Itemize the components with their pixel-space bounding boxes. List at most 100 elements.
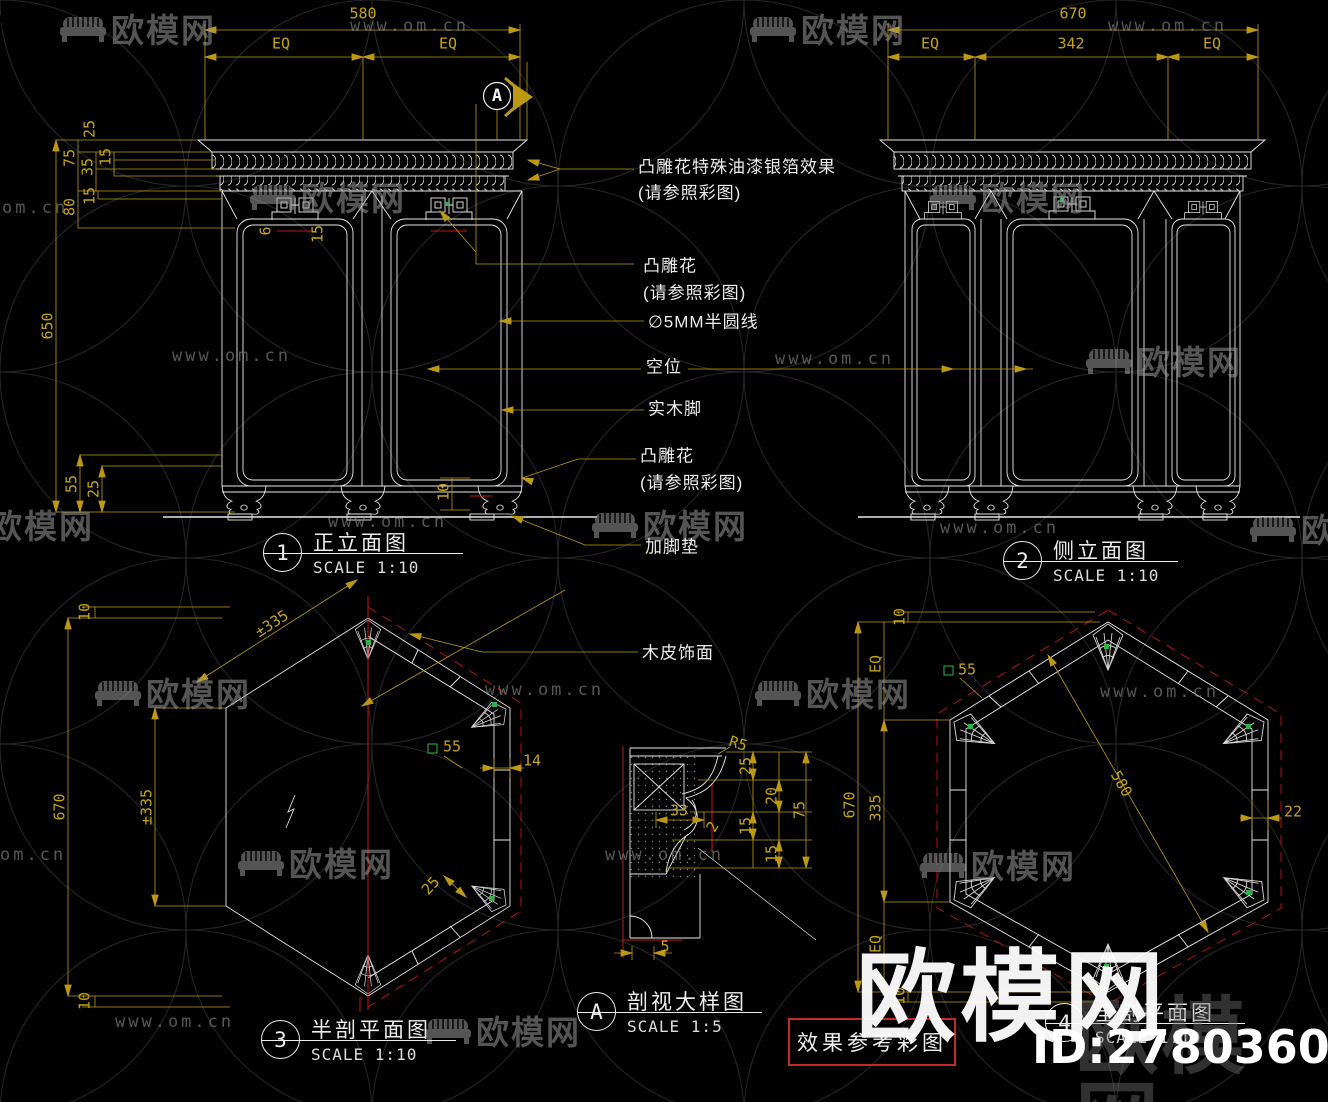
watermark-brand-text: 欧模网 <box>981 180 1086 217</box>
title-underline <box>263 553 463 554</box>
watermark-brand-text: 欧模网 <box>301 180 406 217</box>
annotation-label: ∅5MM半圆线 <box>648 312 759 332</box>
dim-label: 5 <box>660 937 670 956</box>
dim-label: 35 <box>78 157 97 177</box>
detail-number-badge: 3 <box>261 1020 300 1059</box>
dim-label: 580 <box>349 4 377 23</box>
dimension-lines <box>52 24 1282 1008</box>
watermark-brand-text: 欧模网 <box>111 12 216 49</box>
sofa-icon <box>0 4 46 29</box>
watermark-url: www.om.cn <box>1108 16 1228 36</box>
sofa-icon <box>238 850 284 877</box>
dim-label: 10 <box>75 602 94 622</box>
title-underline <box>1045 1023 1245 1024</box>
watermark-brand-text: 欧模网 <box>1137 344 1242 381</box>
dim-label: 10 <box>890 607 909 627</box>
title-underline <box>261 1040 456 1041</box>
watermark-url: www.om.cn <box>172 346 292 366</box>
watermark-logo: 欧模网 <box>1250 504 1328 552</box>
dim-label: ±335 <box>137 788 156 826</box>
section-marker-a <box>482 76 533 140</box>
detail-number-badge: 2 <box>1003 541 1042 580</box>
sofa-icon <box>60 16 106 43</box>
watermark-logo: 欧模网 <box>592 500 748 548</box>
watermark-logo: 欧模网 <box>60 4 216 52</box>
watermark-brand-ghost: 欧模网 <box>1075 990 1248 1102</box>
watermark-url: om.cn <box>2 198 69 218</box>
sofa-icon <box>755 680 801 707</box>
dim-label: EQ <box>866 654 885 674</box>
annotation-label: (请参照彩图) <box>638 183 742 203</box>
watermark-logo: 欧模网 <box>750 4 906 52</box>
section-marker-letter: A <box>491 86 503 106</box>
dim-label: EQ <box>438 34 458 53</box>
watermark-url: www.om.cn <box>328 512 448 532</box>
dim-label: 670 <box>1059 4 1087 23</box>
dim-label: 80 <box>60 197 79 217</box>
sofa-icon <box>920 852 966 879</box>
watermark-brand-large: 欧模网 <box>856 942 1168 1054</box>
annotation-label: (请参照彩图) <box>640 473 744 493</box>
annotation-label: 加脚垫 <box>645 537 699 557</box>
reference-note-text: 效果参考彩图 <box>797 1032 947 1055</box>
dim-label: 335 <box>866 794 885 822</box>
dim-label: 670 <box>50 793 69 821</box>
watermark-id: ID:2780360 <box>1032 1020 1328 1074</box>
watermark-brand-text: 欧模网 <box>801 12 906 49</box>
watermark-brand-text: 欧模网 <box>806 676 911 713</box>
watermark-brand-text: 欧模网 <box>643 508 748 545</box>
sofa-icon <box>250 184 296 211</box>
watermark-url: om.cn <box>0 845 67 865</box>
watermark-logo: 欧模网 <box>238 838 394 886</box>
dim-label: 15 <box>762 844 781 864</box>
sofa-icon <box>95 680 141 707</box>
full-section-plan-green <box>968 644 1251 969</box>
detail-number-badge: 4 <box>1045 1003 1084 1042</box>
detail-title: 正立面图 <box>313 532 409 555</box>
detail-scale: SCALE 1:10 <box>1053 566 1160 585</box>
dim-label: 6 <box>256 226 275 236</box>
watermark-url: www.om.cn <box>775 349 895 369</box>
watermark-logo: 欧模网 <box>95 668 251 716</box>
dim-label: 10 <box>434 482 453 502</box>
watermark-brand-text: 欧模网 <box>971 848 1076 885</box>
reference-note-box: 效果参考彩图 <box>788 1018 956 1066</box>
watermark-logo: 欧模网 <box>1086 336 1242 384</box>
annotation-label: 凸雕花 <box>640 446 694 466</box>
sofa-icon <box>1250 516 1296 543</box>
watermark-brand-text: 欧模网 <box>476 1014 581 1051</box>
detail-scale: SCALE 1:10 <box>313 558 420 577</box>
dim-label: 670 <box>840 791 859 819</box>
dim-label: 55 <box>957 660 977 679</box>
watermark-brand-text: 欧模网 <box>0 508 94 545</box>
detail-scale: SCALE 1:10 <box>1095 1028 1202 1047</box>
detail-number-badge: A <box>577 992 616 1031</box>
annotation-label: 木皮饰面 <box>642 643 714 663</box>
detail-scale: SCALE 1:10 <box>311 1045 418 1064</box>
front-elevation-drawing <box>196 139 529 521</box>
watermark-logo: 欧模网 <box>920 840 1076 888</box>
watermark-url: www.om.cn <box>350 16 470 36</box>
dim-label: 55 <box>442 737 462 756</box>
dim-label: 25 <box>736 756 755 776</box>
detail-scale: SCALE 1:5 <box>627 1017 723 1036</box>
dim-label: 33 <box>669 801 689 820</box>
annotation-label: 凸雕花特殊油漆银箔效果 <box>638 157 836 177</box>
detail-title: 剖视大样图 <box>627 991 747 1014</box>
watermark-logo: 欧模网 <box>0 500 94 548</box>
dim-label: 342 <box>1057 34 1085 53</box>
green-square-symbols <box>427 665 954 754</box>
half-section-plan-green <box>366 640 497 901</box>
half-section-plan-red <box>359 596 522 1012</box>
dim-label: 55 <box>62 474 81 494</box>
watermark-url: www.om.cn <box>115 1012 235 1032</box>
annotation-label: 实木脚 <box>648 399 702 419</box>
elevation-red-accents <box>277 230 492 497</box>
detail-title: 全剖平面图 <box>1095 1002 1215 1025</box>
annotation-label: (请参照彩图) <box>643 283 747 303</box>
detail-number-badge: 1 <box>263 533 302 572</box>
dim-label: EQ <box>920 34 940 53</box>
watermark-url: www.om.cn <box>485 680 605 700</box>
